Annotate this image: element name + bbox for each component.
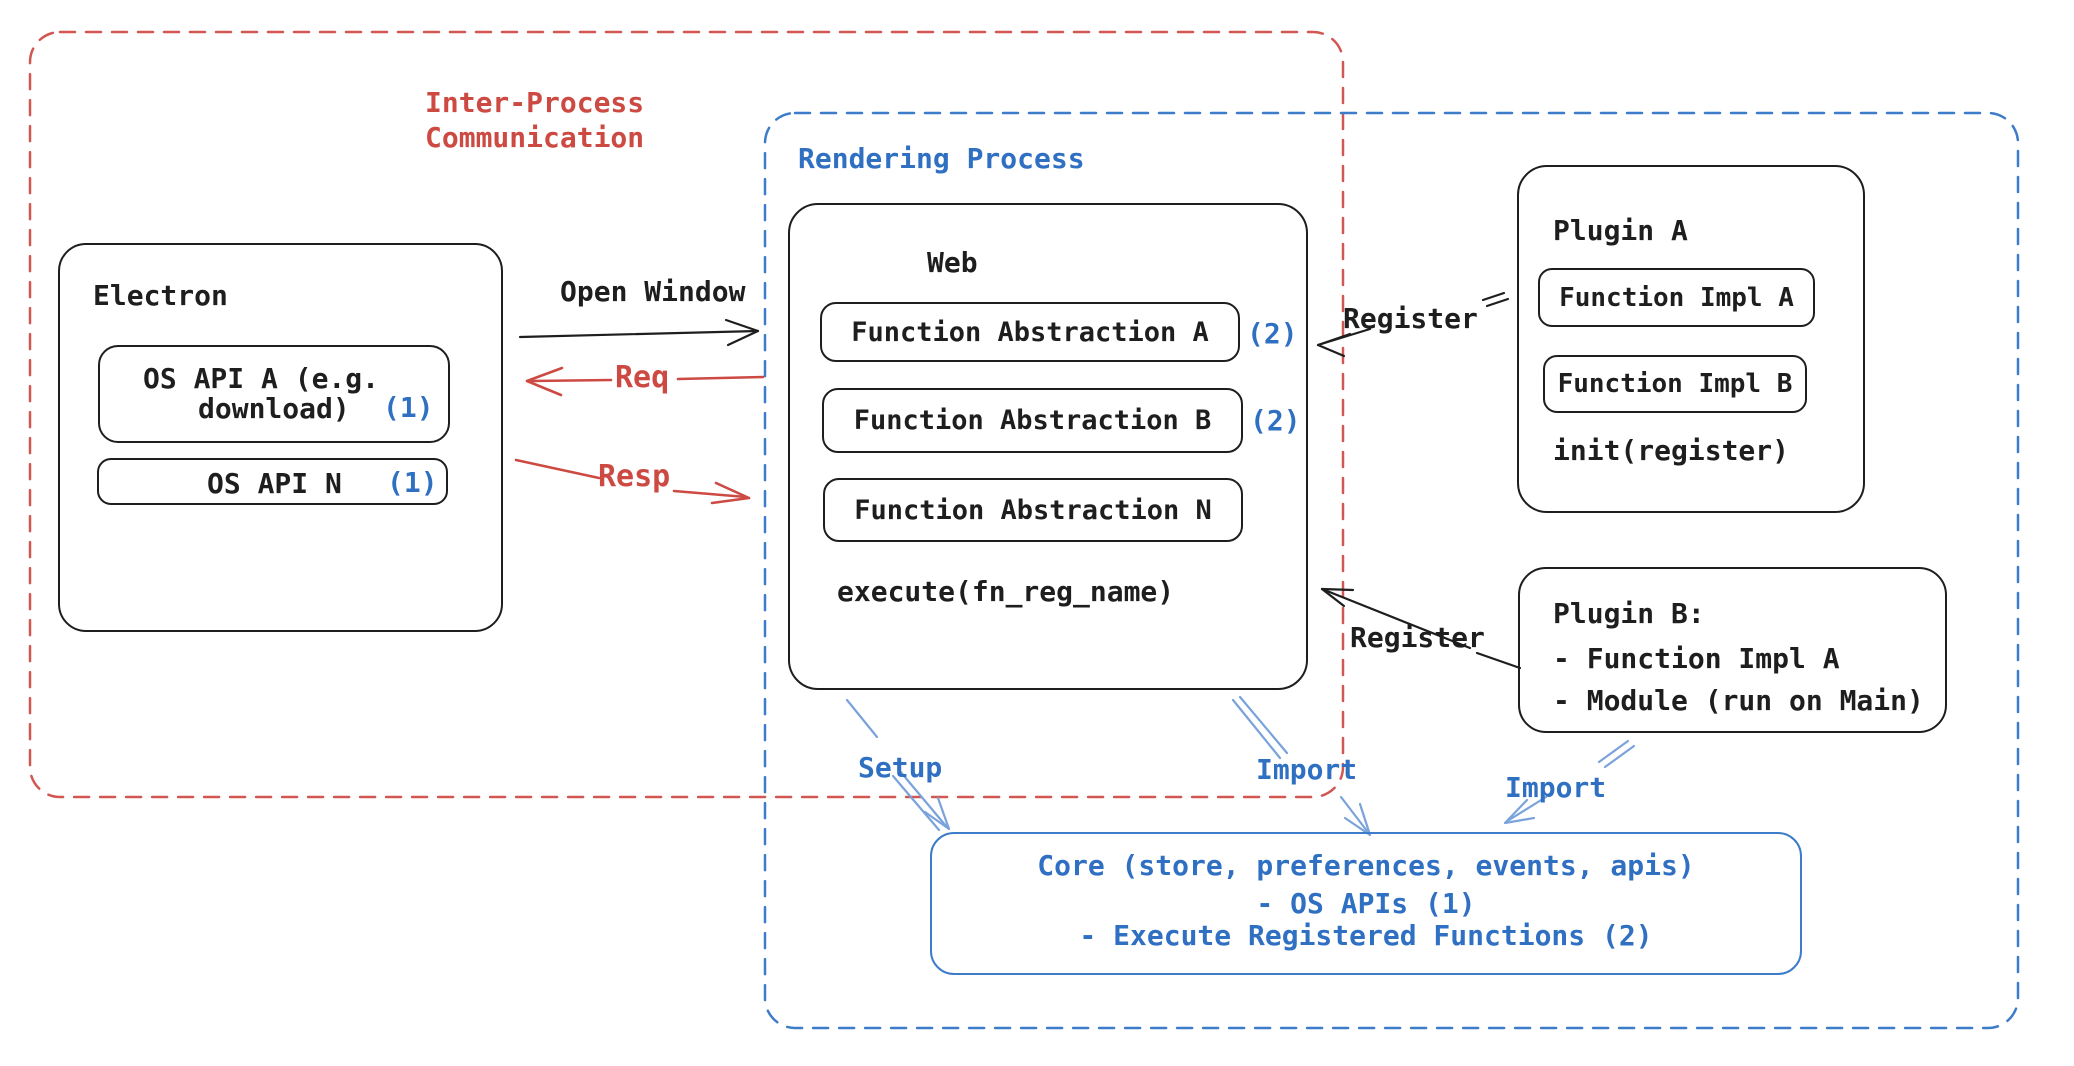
web-title: Web bbox=[927, 246, 978, 279]
req-label: Req bbox=[615, 360, 670, 395]
function-abstraction-b-label: Function Abstraction B bbox=[853, 405, 1212, 436]
core-line2: - OS APIs (1) bbox=[1256, 887, 1476, 920]
function-impl-b-node: Function Impl B bbox=[1543, 355, 1807, 413]
plugin-b-line2: - Function Impl A bbox=[1553, 642, 1840, 675]
plugin-a-init-label: init(register) bbox=[1553, 434, 1790, 467]
register-b-label: Register bbox=[1350, 621, 1485, 654]
web-node bbox=[788, 203, 1308, 690]
function-abstraction-a-label: Function Abstraction A bbox=[851, 316, 1209, 348]
function-abstraction-b-badge: (2) bbox=[1250, 404, 1301, 437]
function-impl-a-label: Function Impl A bbox=[1559, 282, 1794, 313]
os-api-a-label-line2: download) bbox=[198, 392, 350, 425]
open-window-arrow bbox=[518, 318, 760, 347]
os-api-a-label-line1: OS API A (e.g. bbox=[143, 362, 380, 395]
plugin-b-node bbox=[1518, 567, 1947, 733]
electron-node bbox=[58, 243, 503, 632]
function-abstraction-b-node: Function Abstraction B bbox=[822, 388, 1243, 453]
function-abstraction-n-label: Function Abstraction N bbox=[854, 494, 1212, 526]
import-web-label: Import bbox=[1256, 753, 1358, 786]
electron-title: Electron bbox=[93, 279, 228, 312]
function-abstraction-a-node: Function Abstraction A bbox=[820, 302, 1240, 362]
plugin-a-node bbox=[1517, 165, 1865, 513]
os-api-n-label: OS API N bbox=[207, 467, 342, 500]
os-api-n-node bbox=[97, 458, 448, 505]
ipc-region-label-line1: Inter-Process bbox=[425, 86, 645, 119]
core-line3: - Execute Registered Functions (2) bbox=[1079, 919, 1653, 952]
resp-label: Resp bbox=[598, 459, 671, 494]
function-impl-b-label: Function Impl B bbox=[1557, 369, 1793, 399]
ipc-region-label-line2: Communication bbox=[425, 121, 645, 154]
plugin-a-title: Plugin A bbox=[1553, 214, 1688, 247]
function-abstraction-n-node: Function Abstraction N bbox=[823, 478, 1243, 542]
import-plugin-label: Import bbox=[1505, 771, 1607, 804]
register-a-label: Register bbox=[1343, 302, 1478, 335]
plugin-b-title: Plugin B: bbox=[1553, 597, 1705, 630]
setup-label: Setup bbox=[858, 751, 943, 784]
core-line1: Core (store, preferences, events, apis) bbox=[1037, 849, 1695, 882]
os-api-n-badge: (1) bbox=[387, 466, 438, 499]
core-node bbox=[930, 832, 1802, 975]
plugin-b-line3: - Module (run on Main) bbox=[1553, 684, 1924, 717]
execute-label: execute(fn_reg_name) bbox=[837, 575, 1175, 608]
rendering-region-label: Rendering Process bbox=[798, 142, 1085, 175]
function-impl-a-node: Function Impl A bbox=[1538, 268, 1815, 327]
function-abstraction-a-badge: (2) bbox=[1247, 317, 1298, 350]
os-api-a-badge: (1) bbox=[383, 391, 434, 424]
open-window-label: Open Window bbox=[560, 275, 746, 308]
os-api-a-node bbox=[98, 345, 450, 443]
